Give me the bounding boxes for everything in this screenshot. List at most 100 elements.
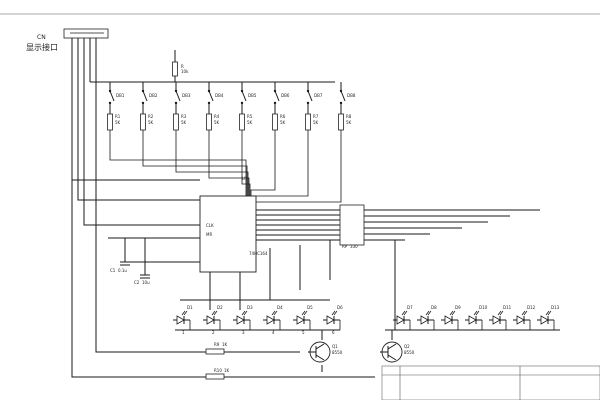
switch-db3: DB3: [174, 82, 191, 114]
led-ref-right-7: D13: [551, 305, 560, 310]
led-d5: D5 5: [293, 305, 313, 335]
switch-db4: DB4: [207, 82, 224, 114]
switch-array: DB1 DB2 DB3 DB4 DB5 DB6 DB7 DB8: [108, 82, 356, 114]
base-resistor-r9-value: 1K: [222, 342, 228, 347]
led-label-left-4: 4: [272, 330, 275, 335]
led-ref-right-5: D11: [503, 305, 512, 310]
ic-part: 74HC164: [249, 251, 268, 256]
cap-c1-value: 0.1u: [118, 268, 127, 273]
ic-ref: U1: [242, 176, 248, 181]
led-ref-right-3: D9: [455, 305, 461, 310]
base-resistor-r9-ref: R9: [214, 342, 220, 347]
led-d10: D10: [465, 305, 488, 330]
title-block: [381, 365, 600, 400]
led-ref-left-1: D1: [187, 305, 193, 310]
switch-db7: DB7: [306, 82, 323, 114]
base-resistors: R9 1K R10 1K: [205, 342, 230, 380]
led-d13: D13: [537, 305, 560, 330]
res-pack-value: 330: [350, 244, 358, 249]
capacitor-c1: C1 0.1u: [110, 261, 130, 273]
led-d7: D7: [393, 305, 413, 330]
resistor-value-3: 5K: [181, 120, 187, 125]
switch-ref-3: DB3: [182, 93, 191, 98]
switch-ref-5: DB5: [248, 93, 257, 98]
cap-c2-ref: C2: [134, 280, 140, 285]
ic-pin-b: MR: [206, 232, 212, 237]
cap-c1-ref: C1: [110, 268, 116, 273]
capacitor-c2: C2 10u: [134, 274, 150, 285]
led-ref-right-2: D8: [431, 305, 437, 310]
switch-ref-6: DB6: [281, 93, 290, 98]
resistor-ref-5: R5: [247, 114, 253, 119]
wiring: [71, 38, 560, 378]
led-d11: D11: [489, 305, 512, 330]
led-ref-left-6: D6: [337, 305, 343, 310]
ic-pin-a: CLK: [206, 223, 214, 228]
led-label-left-3: 3: [242, 330, 245, 335]
resistor-value-7: 5K: [313, 120, 319, 125]
transistor-part-1: 8550: [332, 350, 343, 355]
base-resistor-r10-value: 1K: [224, 368, 230, 373]
top-resistor-value: 10k: [181, 69, 189, 74]
base-resistor-r10-ref: R10: [214, 368, 222, 373]
capacitors: C1 0.1u C2 10u: [110, 261, 150, 285]
led-ref-left-2: D2: [217, 305, 223, 310]
top-resistor-ref: R: [181, 64, 184, 69]
cap-c2-value: 10u: [142, 280, 150, 285]
connector-ref: CN: [37, 34, 46, 41]
led-d8: D8: [417, 305, 437, 330]
resistor-ref-2: R2: [148, 114, 154, 119]
led-d1: D1 1: [173, 305, 193, 335]
switch-ref-2: DB2: [149, 93, 158, 98]
led-label-left-2: 2: [212, 330, 215, 335]
led-label-left-5: 5: [302, 330, 305, 335]
led-d4: D4 4: [263, 305, 283, 335]
switch-db5: DB5: [240, 82, 257, 114]
top-resistor: R 10k: [172, 50, 189, 82]
resistor-value-2: 5K: [148, 120, 154, 125]
connector-title: 显示接口: [26, 42, 58, 52]
switch-ref-7: DB7: [314, 93, 323, 98]
resistor-value-6: 5K: [280, 120, 286, 125]
led-label-left-1: 1: [182, 330, 185, 335]
resistor-value-1: 5K: [115, 120, 121, 125]
led-ref-left-5: D5: [307, 305, 313, 310]
switch-ref-4: DB4: [215, 93, 224, 98]
led-d12: D12: [513, 305, 536, 330]
led-ref-right-6: D12: [527, 305, 536, 310]
transistor-ref-2: Q2: [404, 344, 410, 349]
resistor-ref-1: R1: [115, 114, 121, 119]
resistor-ref-8: R8: [346, 114, 352, 119]
connector-cn: CN 显示接口: [26, 28, 109, 52]
switch-db1: DB1: [108, 82, 125, 114]
led-d3: D33: [233, 305, 253, 335]
led-label-left-6: 6: [332, 330, 335, 335]
resistor-ref-7: R7: [313, 114, 319, 119]
led-row-right: D7 D8 D9 D10 D11 D12 D13: [393, 305, 560, 330]
led-ref-left-4: D4: [277, 305, 283, 310]
resistor-value-8: 5K: [346, 120, 352, 125]
resistor-value-5: 5K: [247, 120, 253, 125]
resistor-ref-4: R4: [214, 114, 220, 119]
resistor-ref-3: R3: [181, 114, 187, 119]
led-d6: D6 6: [323, 305, 343, 335]
switch-ref-1: DB1: [116, 93, 125, 98]
resistor-pack: RP 330: [339, 204, 365, 249]
res-pack-ref: RP: [342, 244, 348, 249]
switch-ref-8: DB8: [347, 93, 356, 98]
led-ref-right-4: D10: [479, 305, 488, 310]
ic-74hc164: U1 74HC164 CLK MR: [199, 176, 268, 273]
led-row-left: D1 1 D2 2 D33 D4 4 D5 5 D6 6: [173, 305, 343, 335]
transistor-ref-1: Q1: [332, 344, 338, 349]
resistor-ref-6: R6: [280, 114, 286, 119]
base-resistor-r9: R9 1K: [205, 342, 228, 355]
switch-db8: DB8: [339, 82, 356, 114]
led-ref-right-1: D7: [407, 305, 413, 310]
led-d9: D9: [441, 305, 461, 330]
